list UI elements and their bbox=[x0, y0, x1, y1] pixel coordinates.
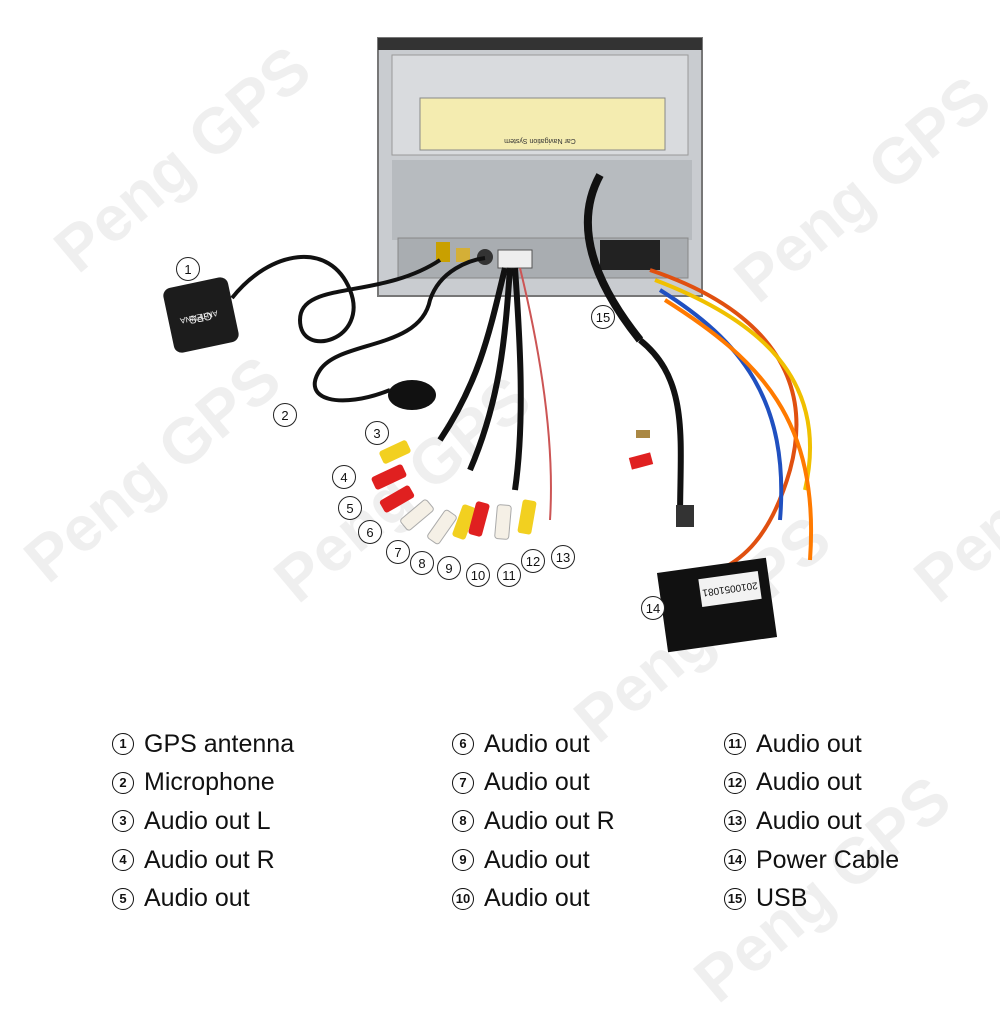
legend-item: 6 Audio out bbox=[452, 725, 615, 764]
legend-label: Audio out R bbox=[144, 845, 275, 874]
callout-number: 11 bbox=[497, 563, 521, 587]
callout-number: 4 bbox=[332, 465, 356, 489]
legend-label: Audio out bbox=[484, 729, 590, 758]
legend-item: 3 Audio out L bbox=[112, 802, 294, 841]
callout-number: 14 bbox=[641, 596, 665, 620]
legend-label: Audio out bbox=[484, 884, 590, 913]
legend-number: 11 bbox=[724, 733, 746, 756]
gps-module-text: GPS bbox=[188, 309, 213, 326]
legend-label: Audio out L bbox=[144, 806, 271, 835]
heat-sink bbox=[392, 160, 692, 240]
legend-label: Audio out R bbox=[484, 806, 615, 835]
callout-number: 10 bbox=[466, 563, 490, 587]
legend-number: 14 bbox=[724, 849, 746, 872]
legend-label: Power Cable bbox=[756, 845, 900, 874]
legend-item: 7 Audio out bbox=[452, 764, 615, 803]
power-harness-plug bbox=[600, 240, 660, 270]
head-unit: Car Navigation System bbox=[377, 37, 703, 297]
gps-antenna: GPS ANTENNA bbox=[163, 255, 442, 353]
legend-number: 13 bbox=[724, 810, 746, 833]
legend-item: 10 Audio out bbox=[452, 879, 615, 918]
callout-number: 13 bbox=[551, 545, 575, 569]
callout-number: 2 bbox=[273, 403, 297, 427]
callout-number: 5 bbox=[338, 496, 362, 520]
legend-number: 1 bbox=[112, 733, 134, 756]
legend-label: Audio out bbox=[144, 884, 250, 913]
callout-number: 3 bbox=[365, 421, 389, 445]
legend-number: 8 bbox=[452, 810, 474, 833]
antenna-connector bbox=[436, 242, 450, 262]
legend-label: Microphone bbox=[144, 768, 275, 797]
legend-number: 10 bbox=[452, 887, 474, 910]
legend-item: 15 USB bbox=[724, 879, 899, 918]
legend-number: 4 bbox=[112, 849, 134, 872]
legend-label: Audio out bbox=[756, 729, 862, 758]
legend-item: 8 Audio out R bbox=[452, 802, 615, 841]
rca-cables bbox=[371, 267, 552, 545]
legend-item: 12 Audio out bbox=[724, 764, 899, 803]
legend-number: 7 bbox=[452, 771, 474, 794]
legend-label: Audio out bbox=[756, 806, 862, 835]
legend-label: Audio out bbox=[484, 845, 590, 874]
legend-number: 5 bbox=[112, 887, 134, 910]
callout-number: 6 bbox=[358, 520, 382, 544]
legend-item: 11 Audio out bbox=[724, 725, 899, 764]
legend-item: 13 Audio out bbox=[724, 802, 899, 841]
legend-label: GPS antenna bbox=[144, 729, 295, 758]
legend-number: 3 bbox=[112, 810, 134, 833]
legend-item: 9 Audio out bbox=[452, 841, 615, 880]
legend-label: Audio out bbox=[484, 768, 590, 797]
product-photo: Car Navigation System GPS ANTENNA bbox=[163, 37, 814, 653]
legend-number: 2 bbox=[112, 771, 134, 794]
callout-number: 9 bbox=[437, 556, 461, 580]
callout-number: 8 bbox=[410, 551, 434, 575]
legend-number: 12 bbox=[724, 771, 746, 794]
legend-label: USB bbox=[756, 884, 808, 913]
legend-item: 4 Audio out R bbox=[112, 841, 294, 880]
callout-number: 1 bbox=[176, 257, 200, 281]
legend-number: 15 bbox=[724, 887, 746, 910]
legend-item: 5 Audio out bbox=[112, 879, 294, 918]
legend-item: 1 GPS antenna bbox=[112, 725, 294, 764]
unit-label: Car Navigation System bbox=[504, 137, 576, 144]
legend-label: Audio out bbox=[756, 768, 862, 797]
power-cable: 2010051081 bbox=[583, 173, 814, 653]
callout-number: 7 bbox=[386, 540, 410, 564]
mic-connector bbox=[477, 249, 493, 265]
callout-number: 15 bbox=[591, 305, 615, 329]
legend-item: 2 Microphone bbox=[112, 764, 294, 803]
usb-cable bbox=[676, 505, 694, 527]
microphone bbox=[312, 256, 486, 410]
rca-harness-plug bbox=[497, 249, 533, 269]
legend-number: 6 bbox=[452, 733, 474, 756]
legend-item: 14 Power Cable bbox=[724, 841, 899, 880]
callout-number: 12 bbox=[521, 549, 545, 573]
gps-connector bbox=[456, 248, 470, 262]
legend-number: 9 bbox=[452, 849, 474, 872]
